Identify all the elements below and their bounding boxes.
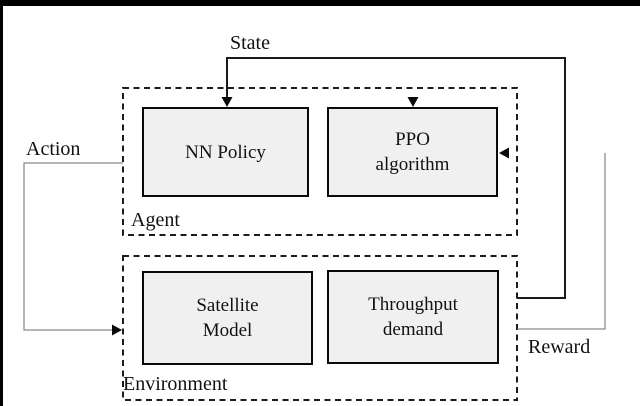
- frame-left-border: [0, 0, 3, 406]
- frame-top-border: [0, 0, 640, 6]
- ppo-algorithm-box: PPO algorithm: [327, 107, 498, 197]
- agent-group-title: Agent: [131, 209, 180, 231]
- action-arrow-right-icon: [112, 324, 122, 336]
- state-arrow-down-icon: [221, 97, 233, 107]
- reward-connector-line: [517, 153, 606, 330]
- ppo-algorithm-label: PPO algorithm: [375, 129, 450, 175]
- satellite-model-label: Satellite Model: [196, 295, 259, 341]
- environment-group-title: Environment: [123, 373, 228, 395]
- throughput-demand-label: Throughput demand: [368, 294, 458, 340]
- state-ppo-arrow-down-icon: [407, 97, 419, 107]
- nn-policy-box: NN Policy: [142, 107, 309, 197]
- reward-arrow-left-icon: [499, 147, 509, 159]
- throughput-demand-box: Throughput demand: [327, 270, 499, 364]
- satellite-model-box: Satellite Model: [142, 271, 313, 365]
- state-label: State: [230, 32, 270, 54]
- action-connector-line: [23, 162, 123, 331]
- nn-policy-label: NN Policy: [185, 141, 266, 163]
- action-label: Action: [26, 138, 81, 160]
- reward-label: Reward: [528, 336, 591, 358]
